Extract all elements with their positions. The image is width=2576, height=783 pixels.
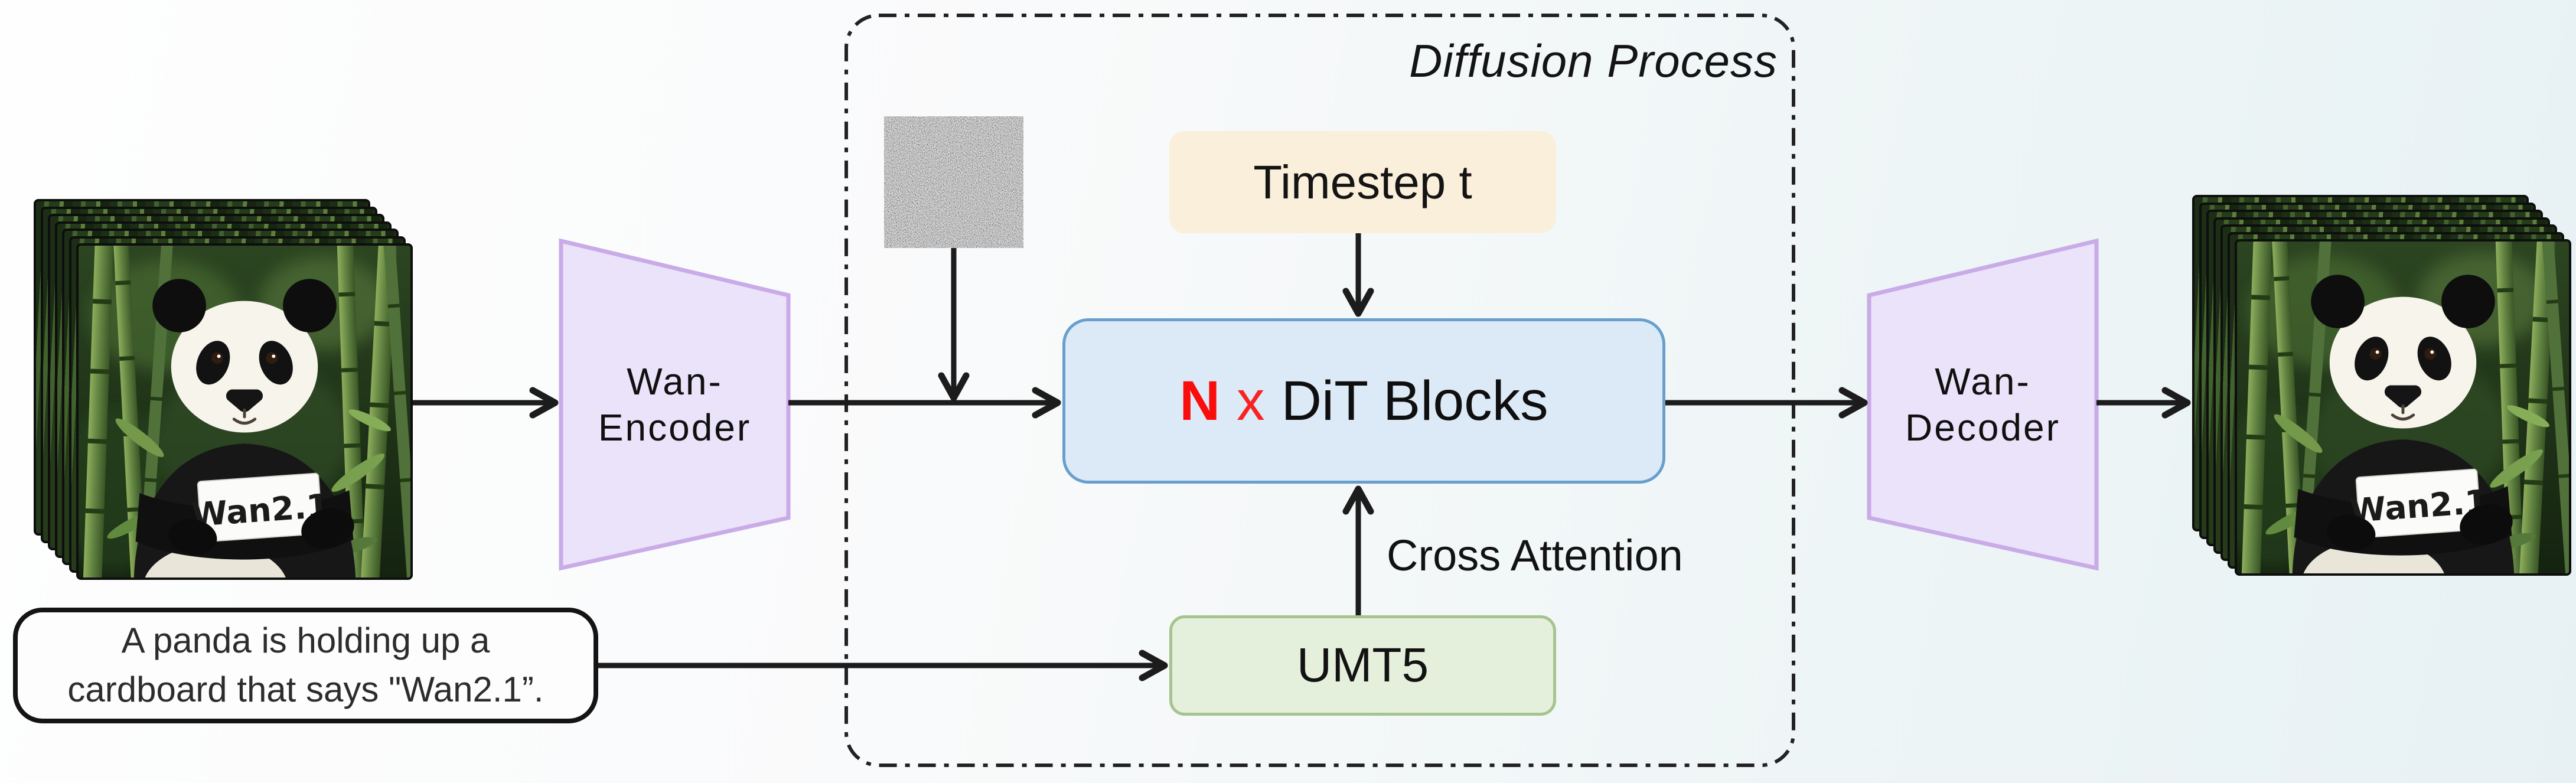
- cross-attention-label: Cross Attention: [1387, 531, 1683, 580]
- encoder-line-1: Wan-: [627, 360, 723, 403]
- wan-encoder-label: Wan- Encoder: [561, 257, 788, 552]
- diffusion-process-boundary: [844, 14, 1795, 767]
- output-video-stack: [2192, 195, 2576, 582]
- encoder-line-2: Encoder: [598, 406, 752, 449]
- video-frame-front: [2235, 239, 2571, 576]
- decoder-line-2: Decoder: [1905, 406, 2060, 449]
- panda-image: [79, 246, 410, 578]
- dit-x: x: [1236, 369, 1265, 432]
- timestep-box: Timestep t: [1169, 131, 1556, 233]
- video-frame-front: [76, 243, 413, 580]
- noise-image: [884, 116, 1023, 248]
- umt5-box: UMT5: [1169, 615, 1556, 716]
- prompt-text-box: A panda is holding up a cardboard that s…: [13, 608, 598, 723]
- input-video-stack: [34, 199, 418, 586]
- dit-n: N: [1179, 369, 1220, 432]
- wan-decoder-shape: [1867, 238, 2099, 571]
- prompt-line-2: cardboard that says "Wan2.1”.: [67, 670, 544, 709]
- umt5-label: UMT5: [1296, 638, 1429, 692]
- wan-decoder-label: Wan- Decoder: [1869, 257, 2096, 552]
- wan-encoder-shape: [559, 238, 791, 571]
- dit-text: DiT Blocks: [1281, 369, 1548, 432]
- prompt-line-1: A panda is holding up a: [121, 621, 490, 661]
- diffusion-process-title: Diffusion Process: [1409, 35, 1778, 87]
- decoder-line-1: Wan-: [1935, 360, 2031, 403]
- timestep-label: Timestep t: [1253, 155, 1472, 208]
- panda-image: [2237, 242, 2569, 573]
